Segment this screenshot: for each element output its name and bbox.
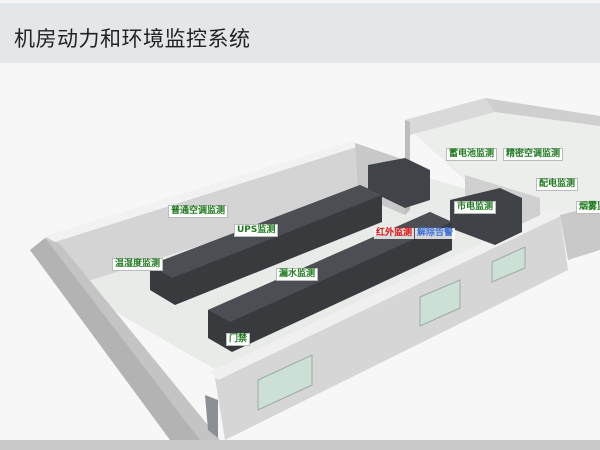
- window: [491, 246, 526, 283]
- mains-monitor-label[interactable]: 市电监测: [454, 201, 497, 214]
- top-strip: [0, 0, 600, 3]
- rack-row-top: [208, 212, 452, 322]
- right-wing-wall: [560, 205, 600, 260]
- bottom-strip: [0, 440, 600, 450]
- windows: [257, 246, 526, 411]
- ups-monitor-label[interactable]: UPS监测: [234, 224, 279, 237]
- left-back-wall-top: [45, 141, 360, 242]
- access-control-label[interactable]: 门禁: [226, 333, 251, 346]
- left-end-face: [30, 238, 200, 440]
- right-room-back-wall: [405, 98, 495, 135]
- water-leak-monitor-label[interactable]: 漏水监测: [276, 268, 319, 281]
- title-bar: 机房动力和环境监控系统: [0, 3, 600, 63]
- smoke-monitor-label[interactable]: 烟雾监测: [576, 201, 600, 214]
- server-room-3d-view: [0, 63, 600, 440]
- right-room-right-wall: [485, 98, 600, 126]
- clear-alarm-button[interactable]: 解除告警: [415, 228, 456, 239]
- page-title: 机房动力和环境监控系统: [14, 27, 251, 51]
- left-end-wall: [45, 238, 220, 440]
- window: [419, 279, 461, 327]
- room-render: [30, 98, 600, 440]
- power-distribution-monitor-label[interactable]: 配电监测: [536, 178, 579, 191]
- window: [257, 354, 313, 411]
- door: [205, 395, 218, 438]
- infrared-monitor-label[interactable]: 红外监测: [374, 228, 415, 239]
- temp-humidity-monitor-label[interactable]: 温湿度监测: [112, 258, 164, 271]
- precision-ac-monitor-label[interactable]: 精密空调监测: [503, 148, 564, 161]
- normal-ac-monitor-label[interactable]: 普通空调监测: [168, 205, 229, 218]
- rack-row-2: [208, 212, 452, 352]
- front-wall-top: [210, 208, 565, 380]
- ups-cabinet: [368, 158, 430, 208]
- battery-monitor-label[interactable]: 蓄电池监测: [446, 148, 498, 161]
